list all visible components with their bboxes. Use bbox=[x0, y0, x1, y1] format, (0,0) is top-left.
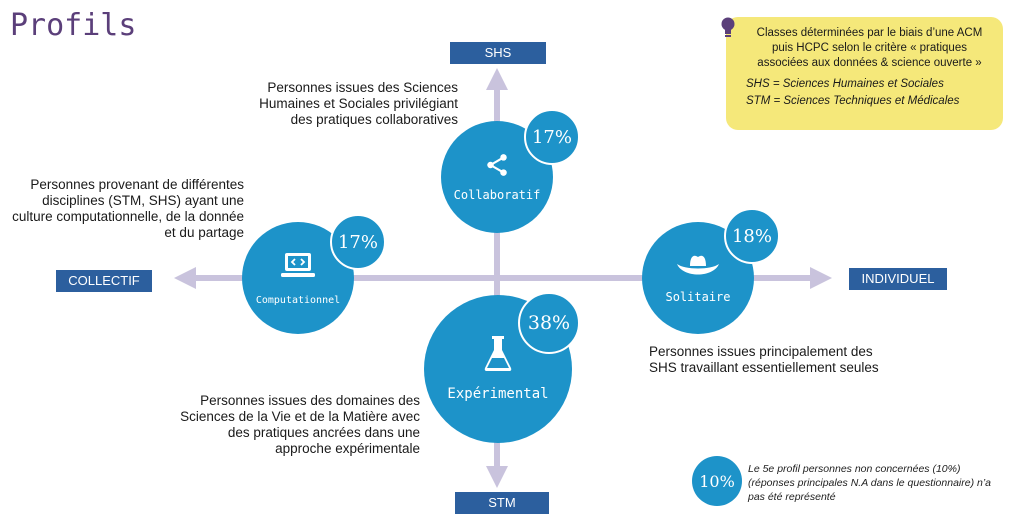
flask-icon bbox=[484, 336, 512, 371]
arrow-left bbox=[174, 267, 196, 289]
axis-label-individuel: INDIVIDUEL bbox=[849, 268, 947, 290]
note-def-stm: STM = Sciences Techniques et Médicales bbox=[746, 95, 960, 107]
axis-label-shs: SHS bbox=[450, 42, 546, 64]
arrow-down bbox=[486, 466, 508, 488]
laptop-code-icon bbox=[281, 252, 315, 277]
arrow-up bbox=[486, 68, 508, 90]
axis-label-collectif: COLLECTIF bbox=[56, 270, 152, 292]
description-experimental: Personnes issues des domaines des Scienc… bbox=[180, 393, 420, 456]
page-title: Profils bbox=[10, 8, 137, 43]
profile-name: Collaboratif bbox=[453, 188, 541, 202]
badge-computationnel: 17% bbox=[330, 214, 386, 270]
description-collaboratif: Personnes issues des Sciences Humaines e… bbox=[259, 80, 458, 127]
description-solitaire: Personnes issues principalement des SHS … bbox=[649, 344, 879, 375]
badge-experimental: 38% bbox=[518, 292, 580, 354]
badge-fifth-profile: 10% bbox=[692, 456, 742, 506]
info-note: Classes déterminées par le biais d’une A… bbox=[726, 17, 1003, 130]
note-def-shs: SHS = Sciences Humaines et Sociales bbox=[746, 78, 944, 90]
description-computationnel: Personnes provenant de différentes disci… bbox=[12, 177, 244, 240]
profile-name: Expérimental bbox=[447, 386, 549, 402]
profile-name: Computationnel bbox=[255, 294, 341, 306]
cowboy-hat-icon bbox=[677, 255, 719, 275]
share-icon bbox=[487, 154, 507, 176]
badge-solitaire: 18% bbox=[724, 208, 780, 264]
fifth-profile-text: Le 5e profil personnes non concernées (1… bbox=[748, 463, 991, 503]
axis-label-stm: STM bbox=[455, 492, 549, 514]
note-text: Classes déterminées par le biais d’une A… bbox=[756, 27, 983, 69]
profile-name: Solitaire bbox=[665, 290, 731, 304]
lightbulb-icon bbox=[721, 17, 735, 37]
circle-experimental: Expérimental bbox=[424, 295, 572, 443]
badge-collaboratif: 17% bbox=[524, 109, 580, 165]
arrow-right bbox=[810, 267, 832, 289]
